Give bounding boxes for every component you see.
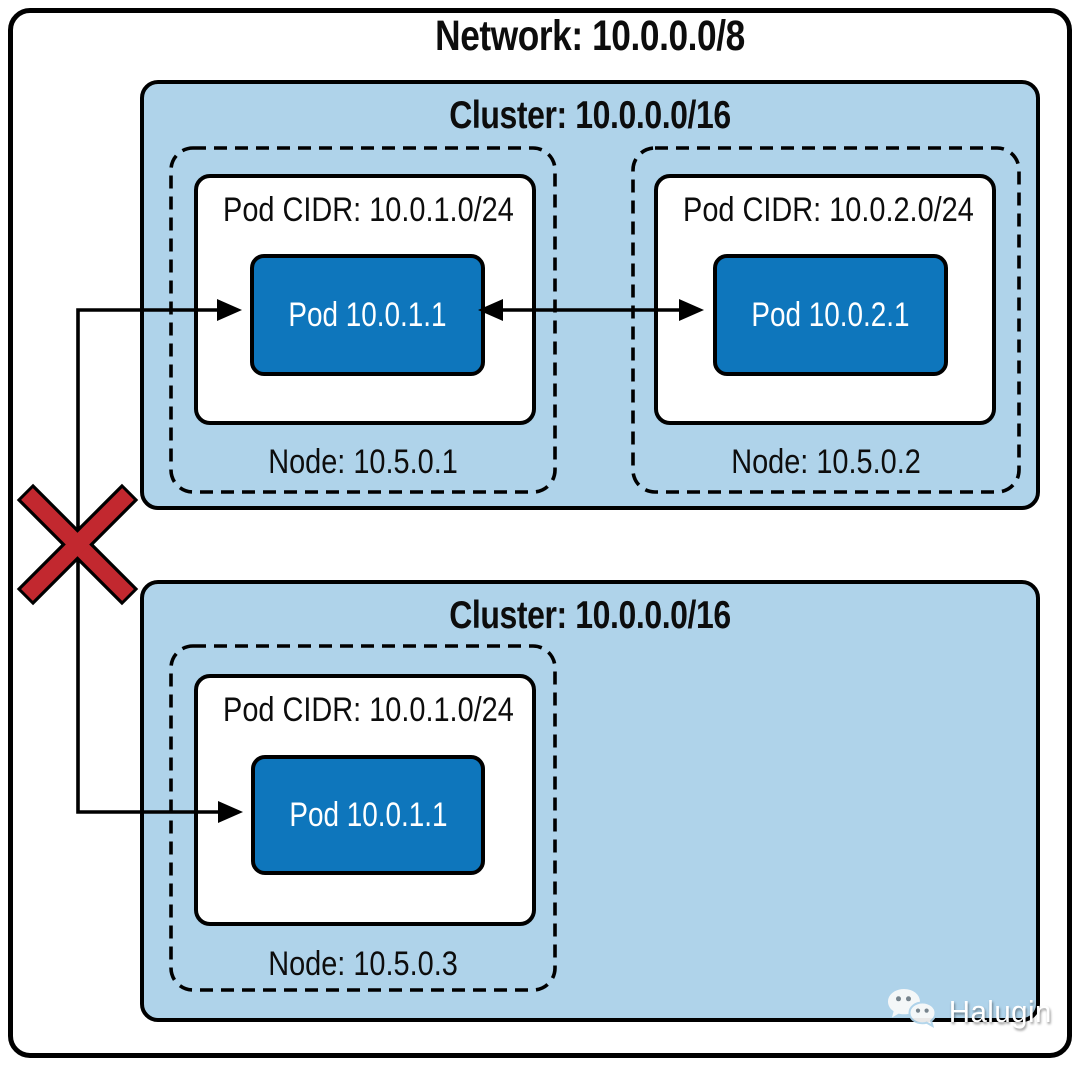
network-label: Network: 10.0.0.0/8 — [435, 12, 745, 60]
cluster-box-bottom: Cluster: 10.0.0.0/16 Pod CIDR: 10.0.1.0/… — [140, 580, 1040, 1022]
pod-box-1: Pod 10.0.1.1 — [250, 254, 485, 376]
cluster-label: Cluster: 10.0.0.0/16 — [449, 594, 731, 637]
pod-label: Pod 10.0.1.1 — [288, 295, 447, 334]
pod-cidr-box-2: Pod CIDR: 10.0.2.0/24 Pod 10.0.2.1 — [654, 174, 996, 425]
pod-label: Pod 10.0.1.1 — [288, 795, 448, 834]
pod-cidr-box-1: Pod CIDR: 10.0.1.0/24 Pod 10.0.1.1 — [194, 174, 536, 425]
cluster-label: Cluster: 10.0.0.0/16 — [449, 94, 731, 137]
pod-label: Pod 10.0.2.1 — [751, 295, 910, 334]
node-box-3: Pod CIDR: 10.0.1.0/24 Pod 10.0.1.1 Node:… — [169, 644, 557, 992]
pod-box-3: Pod 10.0.1.1 — [251, 755, 485, 875]
node-label-2: Node: 10.5.0.2 — [731, 443, 921, 481]
node-dashed-border — [169, 146, 557, 494]
pod-box-2: Pod 10.0.2.1 — [713, 254, 948, 376]
pod-cidr-box-3: Pod CIDR: 10.0.1.0/24 Pod 10.0.1.1 — [194, 674, 536, 926]
pod-cidr-label: Pod CIDR: 10.0.1.0/24 — [223, 191, 514, 229]
cluster-box-top: Cluster: 10.0.0.0/16 Pod CIDR: 10.0.1.0/… — [140, 80, 1040, 510]
node-box-2: Pod CIDR: 10.0.2.0/24 Pod 10.0.2.1 Node:… — [631, 146, 1021, 494]
node-label-3: Node: 10.5.0.3 — [268, 945, 458, 983]
node-box-1: Pod CIDR: 10.0.1.0/24 Pod 10.0.1.1 Node:… — [169, 146, 557, 494]
node-dashed-border — [631, 146, 1021, 494]
node-label-1: Node: 10.5.0.1 — [268, 443, 458, 481]
node-dashed-border — [169, 644, 557, 992]
pod-cidr-label: Pod CIDR: 10.0.1.0/24 — [223, 691, 514, 729]
pod-cidr-label: Pod CIDR: 10.0.2.0/24 — [683, 191, 974, 229]
